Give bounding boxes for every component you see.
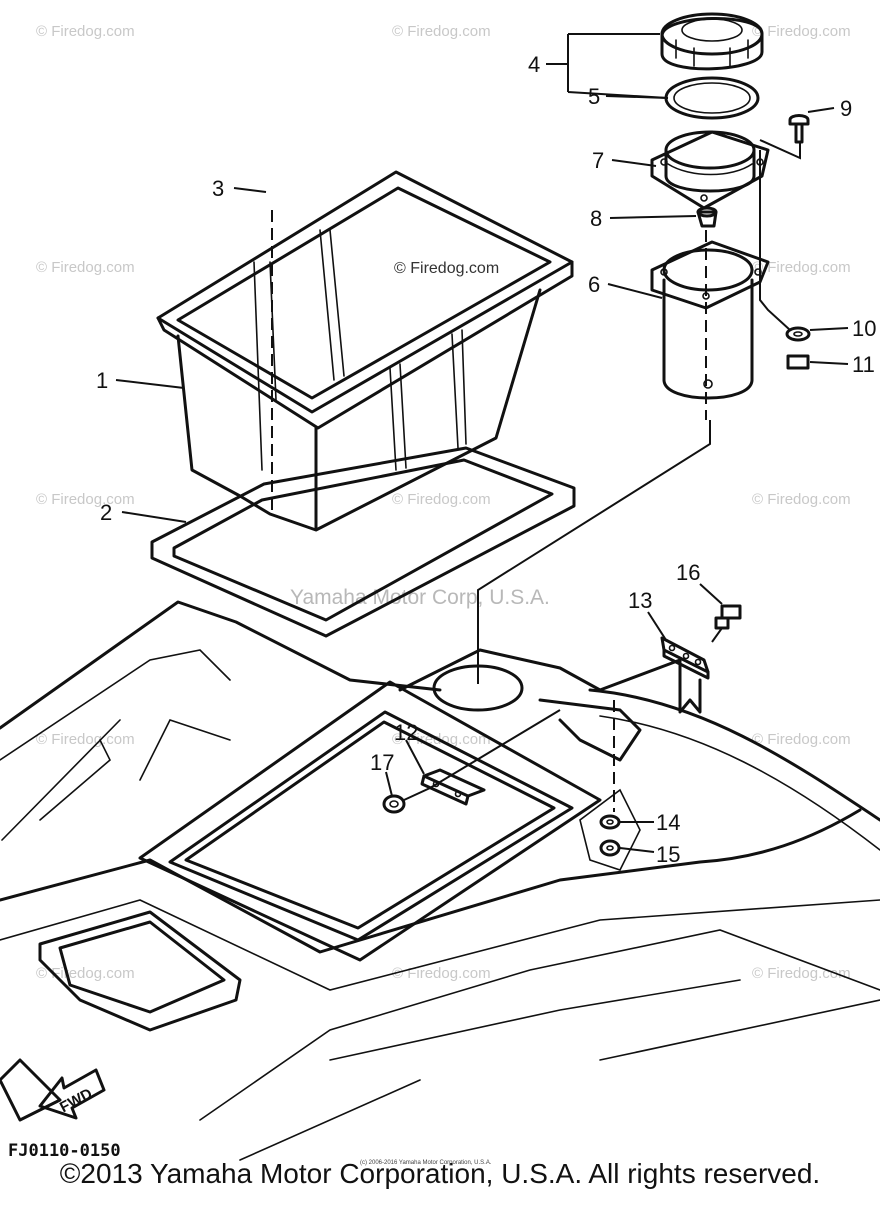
hull-deck (0, 600, 880, 1161)
filler-cap (660, 12, 764, 71)
filler-tube (650, 230, 770, 420)
callout-2: 2 (100, 500, 112, 525)
bolt (711, 604, 742, 643)
watermark: © Firedog.com (36, 23, 135, 40)
watermark: © Firedog.com (752, 731, 851, 748)
tiny-note: (c) 2006-2016 Yamaha Motor Corporation, … (360, 1160, 492, 1166)
callout-4: 4 (528, 52, 540, 77)
watermark: © Firedog.com (36, 731, 135, 748)
storage-box (156, 170, 574, 532)
callout-11: 11 (852, 352, 875, 377)
watermark: © Firedog.com (36, 259, 135, 276)
filler-neck-flange (650, 130, 770, 210)
callout-17: 17 (370, 750, 394, 775)
watermark: © Firedog.com (392, 965, 491, 982)
callout-9: 9 (840, 96, 852, 121)
gasket-frame (150, 446, 576, 638)
callout-5: 5 (588, 84, 600, 109)
callout-15: 15 (656, 842, 680, 867)
washer-14 (599, 814, 621, 830)
o-ring (664, 76, 760, 120)
washer (785, 326, 811, 342)
watermark: © Firedog.com (752, 259, 851, 276)
callout-14: 14 (656, 810, 680, 835)
fwd-label: FWD (57, 1085, 95, 1116)
watermark: © Firedog.com (752, 491, 851, 508)
callout-12: 12 (394, 720, 418, 745)
nut-15 (599, 839, 621, 857)
nut (786, 354, 810, 370)
callout-13: 13 (628, 588, 652, 613)
callout-1: 1 (96, 368, 108, 393)
watermark: © Firedog.com (392, 23, 491, 40)
callout-10: 10 (852, 316, 876, 341)
fwd-arrow-icon: FWD (38, 1068, 106, 1120)
figure-code: FJ0110-0150 (8, 1141, 121, 1161)
watermark-center: © Firedog.com (394, 260, 499, 277)
copyright-notice: ©2013 Yamaha Motor Corporation, U.S.A. A… (59, 1158, 821, 1189)
watermark: © Firedog.com (392, 491, 491, 508)
watermark: © Firedog.com (752, 23, 851, 40)
callout-16: 16 (676, 560, 700, 585)
callout-3: 3 (212, 176, 224, 201)
nut-17 (382, 794, 406, 814)
callout-labels: 1 2 3 4 5 6 7 8 9 10 11 12 13 14 15 16 1… (96, 52, 876, 867)
watermark-yamaha: Yamaha Motor Corp, U.S.A. (290, 586, 550, 609)
assembly-line (477, 420, 711, 684)
recess-panel (138, 648, 642, 962)
plate (403, 709, 561, 806)
watermark: © Firedog.com (36, 965, 135, 982)
assembly-line (759, 150, 791, 331)
callout-6: 6 (588, 272, 600, 297)
screw (759, 114, 810, 160)
callout-7: 7 (592, 148, 604, 173)
callout-8: 8 (590, 206, 602, 231)
plug (696, 206, 718, 228)
watermark: © Firedog.com (36, 491, 135, 508)
bracket (598, 636, 710, 714)
leader-lines (115, 33, 849, 853)
